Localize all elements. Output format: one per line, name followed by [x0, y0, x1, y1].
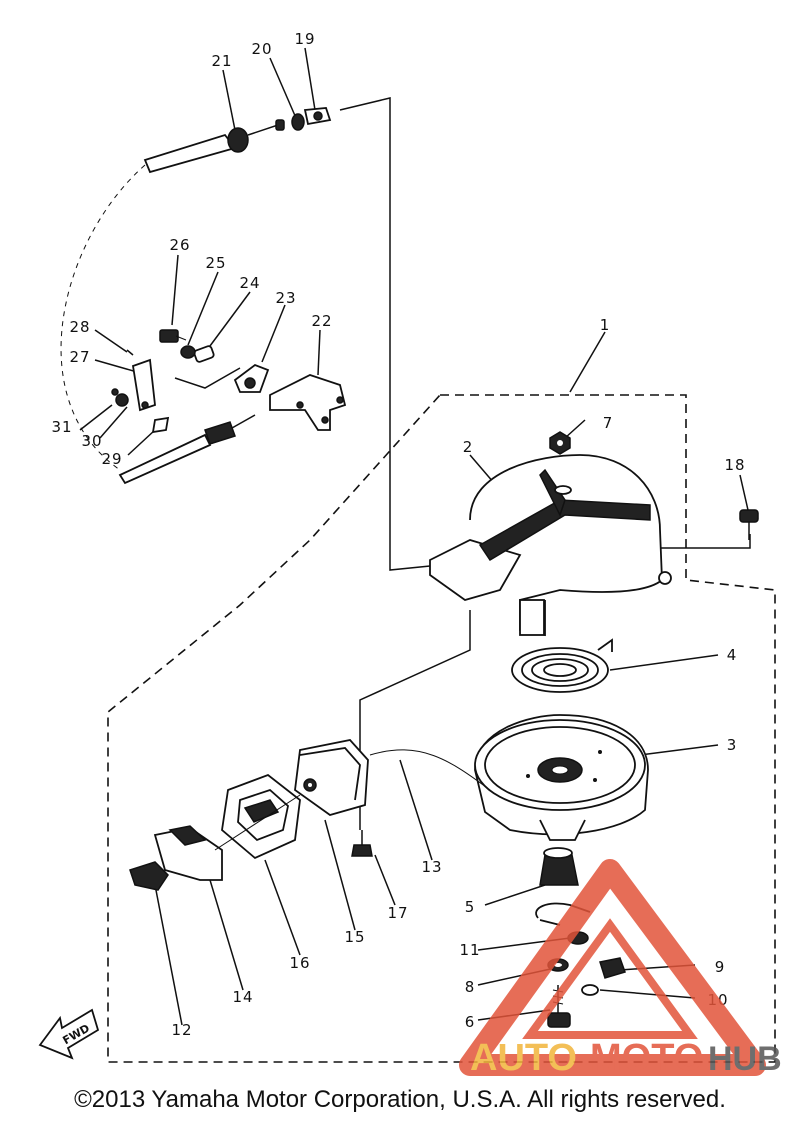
label-12: 12 — [171, 1021, 192, 1039]
label-22: 22 — [311, 312, 332, 330]
label-5: 5 — [465, 898, 476, 916]
part-labels: 1 2 3 4 5 6 7 8 9 10 11 12 13 14 15 16 1… — [51, 30, 745, 1039]
spiral-spring — [511, 638, 613, 693]
assembly-outline — [107, 394, 776, 1063]
label-31: 31 — [51, 418, 72, 436]
label-6: 6 — [465, 1013, 476, 1031]
label-4: 4 — [727, 646, 738, 664]
label-26: 26 — [169, 236, 190, 254]
label-30: 30 — [81, 432, 102, 450]
label-8: 8 — [465, 978, 476, 996]
label-25: 25 — [205, 254, 226, 272]
watermark-logo: AUTO MOTO HUB — [459, 859, 782, 1079]
label-27: 27 — [69, 348, 90, 366]
watermark-auto: AUTO — [470, 1037, 577, 1079]
bushing-5 — [539, 847, 579, 886]
label-13: 13 — [421, 858, 442, 876]
watermark-moto: MOTO — [590, 1037, 703, 1079]
label-17: 17 — [387, 904, 408, 922]
bolt-6 — [547, 985, 571, 1028]
nut-7 — [549, 431, 571, 455]
screw-17 — [351, 830, 373, 857]
fwd-arrow: FWD — [38, 1008, 100, 1060]
label-29: 29 — [101, 450, 122, 468]
label-16: 16 — [289, 954, 310, 972]
label-15: 15 — [344, 928, 365, 946]
starter-case — [429, 454, 672, 637]
label-20: 20 — [251, 40, 272, 58]
watermark-triangle — [459, 859, 766, 1076]
throttle-cable-upper — [143, 107, 332, 174]
label-18: 18 — [724, 456, 745, 474]
watermark-hub: HUB — [708, 1040, 782, 1078]
handle-grommet — [221, 773, 301, 860]
label-1: 1 — [600, 316, 611, 334]
label-28: 28 — [69, 318, 90, 336]
bracket-assembly — [111, 329, 347, 485]
copyright-notice: ©2013 Yamaha Motor Corporation, U.S.A. A… — [74, 1086, 726, 1113]
label-7: 7 — [603, 414, 614, 432]
label-21: 21 — [211, 52, 232, 70]
label-11: 11 — [459, 941, 480, 959]
label-3: 3 — [727, 736, 738, 754]
label-24: 24 — [239, 274, 260, 292]
sheave-drum — [369, 714, 649, 841]
label-9: 9 — [715, 958, 726, 976]
handle-cap — [129, 861, 169, 891]
bolt-18 — [739, 509, 759, 540]
label-2: 2 — [463, 438, 474, 456]
rope-guide — [294, 739, 369, 816]
starter-handle — [153, 794, 301, 881]
label-14: 14 — [232, 988, 253, 1006]
label-19: 19 — [294, 30, 315, 48]
label-23: 23 — [275, 289, 296, 307]
